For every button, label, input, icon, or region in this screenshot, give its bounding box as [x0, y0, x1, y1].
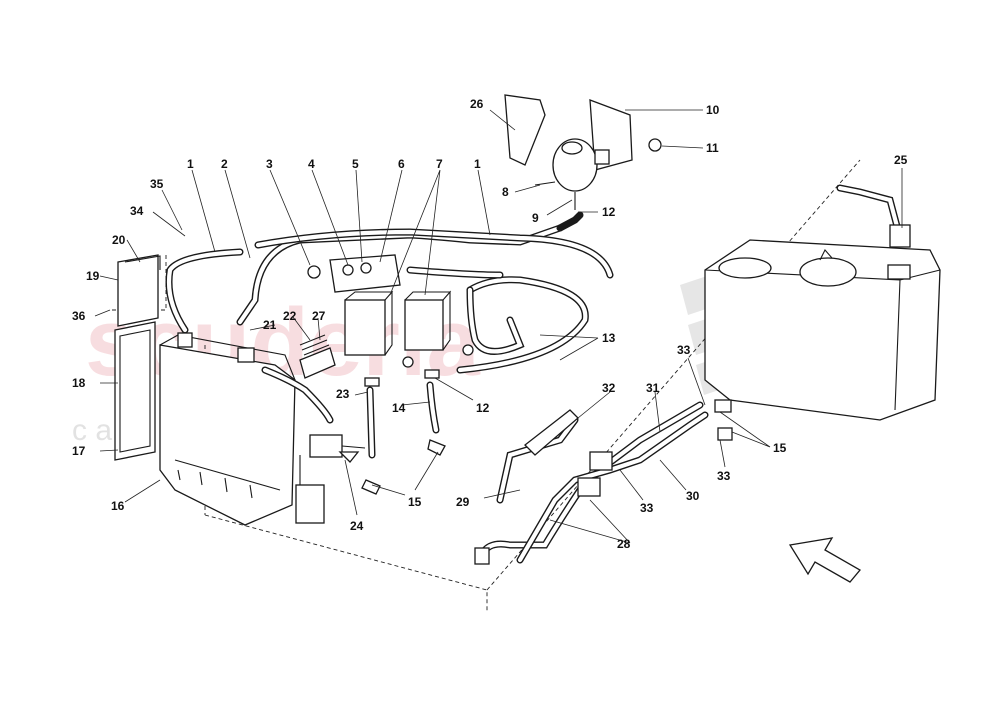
callout-12: 12 [602, 205, 616, 219]
part-18-panel [114, 321, 156, 461]
part-3-cap [307, 265, 321, 279]
callout-15: 15 [408, 495, 422, 509]
callout-25: 25 [894, 153, 908, 167]
dashed-line-bottom [204, 514, 488, 612]
callout-12b: 12 [476, 401, 490, 415]
callout-32: 32 [602, 381, 616, 395]
part-19-20-bracket [117, 254, 161, 327]
callout-labels: 1 2 3 4 5 6 7 1 8 9 10 11 12 13 12 14 15… [72, 97, 908, 551]
callout-5: 5 [352, 157, 359, 171]
callout-24: 24 [350, 519, 364, 533]
part-9-10-26-assembly [504, 94, 662, 210]
callout-13: 13 [602, 331, 616, 345]
callout-16: 16 [111, 499, 125, 513]
callout-15b: 15 [773, 441, 787, 455]
callout-8: 8 [502, 185, 509, 199]
callout-18: 18 [72, 376, 86, 390]
callout-33-top: 33 [677, 343, 691, 357]
callout-7: 7 [436, 157, 443, 171]
callout-1b: 1 [474, 157, 481, 171]
callout-36: 36 [72, 309, 86, 323]
callout-6: 6 [398, 157, 405, 171]
callout-11: 11 [706, 141, 719, 155]
callout-10: 10 [706, 103, 720, 117]
callout-29: 29 [456, 495, 470, 509]
callout-34: 34 [130, 204, 144, 218]
callout-3: 3 [266, 157, 273, 171]
callout-27: 27 [312, 309, 326, 323]
canister-port-right [237, 347, 255, 363]
callout-33-bottom: 33 [640, 501, 654, 515]
callout-14: 14 [392, 401, 406, 415]
canister-port-left [177, 332, 193, 348]
callout-20: 20 [112, 233, 126, 247]
callout-33-right: 33 [717, 469, 731, 483]
callout-31: 31 [646, 381, 660, 395]
callout-22: 22 [283, 309, 297, 323]
callout-2: 2 [221, 157, 228, 171]
callout-9: 9 [532, 211, 539, 225]
callout-1: 1 [187, 157, 194, 171]
dashed-line-diagonal [486, 159, 861, 591]
leader-lines [94, 109, 903, 544]
part-16-canister [159, 332, 296, 526]
callout-23: 23 [336, 387, 350, 401]
callout-30: 30 [686, 489, 700, 503]
direction-arrow-icon [788, 537, 861, 583]
part-24-valve [295, 434, 366, 524]
callout-21: 21 [263, 318, 277, 332]
callout-28: 28 [617, 537, 631, 551]
hoses [165, 211, 614, 459]
callout-4: 4 [308, 157, 315, 171]
callout-35: 35 [150, 177, 164, 191]
solenoid-valves [307, 254, 474, 495]
callout-19: 19 [86, 269, 100, 283]
fuel-lines-lower [474, 399, 733, 565]
part-11-bolt [648, 138, 662, 152]
part-22-27-coil [299, 334, 336, 379]
callout-17: 17 [72, 444, 86, 458]
callout-26: 26 [470, 97, 484, 111]
part-fuel-tank [704, 184, 941, 421]
